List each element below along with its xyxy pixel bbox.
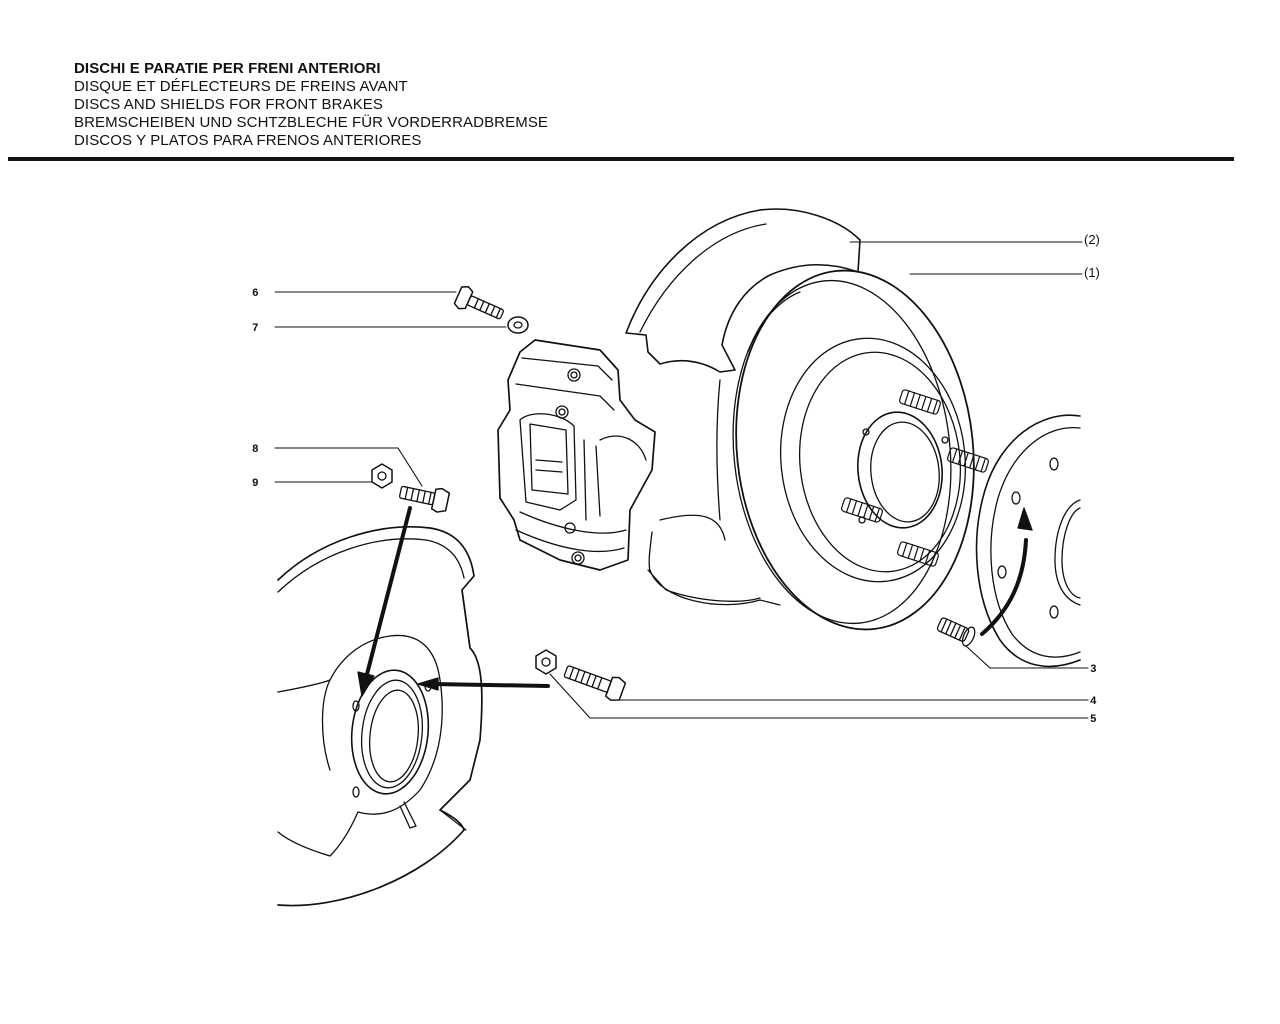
lower-insertion-arrow: [430, 682, 550, 688]
brake-shield-outer: [625, 208, 861, 606]
title-english: DISCS AND SHIELDS FOR FRONT BRAKES: [74, 96, 384, 113]
title-french: DISQUE ET DÉFLECTEURS DE FREINS AVANT: [74, 78, 408, 95]
stud-arrow-head: [1017, 507, 1033, 531]
bolt-arrow-head: [357, 671, 375, 697]
caliper-bolt: [453, 285, 504, 320]
title-italian: DISCHI E PARATIE PER FRENI ANTERIORI: [74, 60, 381, 77]
callout-8: 8: [252, 444, 259, 456]
bolt-insertion-arrow: [364, 506, 412, 680]
brake-shield-inner: [277, 526, 483, 907]
stud-insertion-arrow: [980, 538, 1028, 636]
page-header: DISCHI E PARATIE PER FRENI ANTERIORI DIS…: [74, 60, 548, 150]
washer: [507, 316, 529, 334]
callout-6: 6: [252, 288, 259, 300]
brake-caliper: [497, 339, 656, 571]
hex-nut-upper: [371, 463, 393, 489]
callout-7: 7: [252, 323, 259, 335]
hex-nut-lower: [535, 649, 557, 675]
callout-9: 9: [252, 478, 259, 490]
callout-1: (1): [1084, 265, 1100, 280]
shield-bolt: [398, 485, 451, 513]
lower-arrow-head: [417, 677, 439, 691]
callout-3: 3: [1090, 664, 1097, 676]
brake-disc: [732, 269, 990, 631]
hub-flange: [975, 414, 1081, 668]
header-divider: [8, 157, 1234, 161]
stud-bolt: [936, 617, 976, 647]
callout-4: 4: [1090, 696, 1097, 708]
lower-bolt: [563, 665, 627, 701]
title-german: BREMSCHEIBEN UND SCHTZBLECHE FÜR VORDERR…: [74, 114, 549, 131]
leader-lines: [274, 241, 1089, 719]
wheel-studs: [840, 389, 990, 567]
callout-2: (2): [1084, 232, 1100, 247]
title-spanish: DISCOS Y PLATOS PARA FRENOS ANTERIORES: [74, 132, 422, 149]
callout-5: 5: [1090, 714, 1097, 726]
